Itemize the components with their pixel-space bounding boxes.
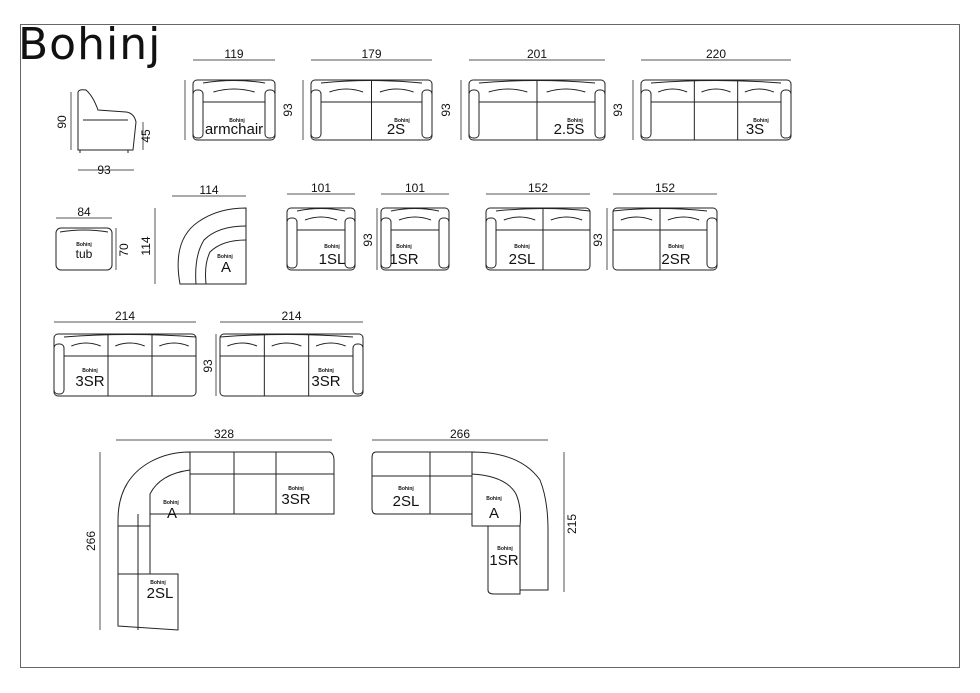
side-height-dim: 90 — [55, 115, 69, 129]
row3-width-dim-0: 214 — [115, 309, 135, 323]
row2-sofa-3 — [612, 207, 718, 271]
row3-depth-dim: 93 — [201, 359, 215, 373]
row2-brand-0: Bohinj — [324, 244, 340, 250]
row2-brand-1: Bohinj — [396, 244, 412, 250]
tub-label: tub — [76, 247, 93, 261]
cr-brand-1sr: Bohinj — [497, 546, 513, 552]
row2-depth-dim-1: 93 — [591, 233, 605, 247]
row2-width-dim-0: 101 — [311, 181, 331, 195]
tub-width-dim: 84 — [77, 205, 91, 219]
tub-brand: Bohinj — [76, 242, 92, 248]
cr-label-a: A — [489, 505, 499, 522]
row1-sofa-3 — [640, 79, 792, 141]
row2-sofa-1 — [380, 207, 450, 271]
row3-label-0: 3SR — [75, 373, 104, 390]
corner-label: A — [221, 259, 231, 276]
row2-label-0: 1SL — [319, 251, 346, 268]
row2-sofa-2 — [485, 207, 591, 271]
corner-brand: Bohinj — [217, 254, 233, 260]
tub-depth-dim: 70 — [117, 243, 131, 257]
cl-brand-2sl: Bohinj — [150, 580, 166, 586]
corner-right-width-dim: 266 — [450, 427, 470, 441]
row1-depth-dim-2: 93 — [611, 103, 625, 117]
cl-label-3sr: 3SR — [281, 491, 310, 508]
row3-brand-1: Bohinj — [318, 368, 334, 374]
corner-width-dim: 114 — [199, 183, 218, 197]
row2-brand-3: Bohinj — [668, 244, 684, 250]
row1-label-0: armchair — [205, 121, 263, 138]
cl-brand-3sr: Bohinj — [288, 486, 304, 492]
row1-label-1: 2S — [387, 121, 405, 138]
row2-label-2: 2SL — [509, 251, 536, 268]
row1-width-dim-1: 179 — [361, 47, 381, 61]
row1-brand-0: Bohinj — [229, 118, 245, 124]
row1-depth-dim-0: 93 — [281, 103, 295, 117]
row3-sofa-0 — [53, 333, 197, 397]
row2-label-1: 1SR — [389, 251, 418, 268]
cl-label-a: A — [167, 505, 177, 522]
row1-modules: 119Bohinjarmchair179Bohinj2S201Bohinj2.5… — [184, 47, 792, 141]
corner-sofa-right: 266 215 Bohinj A Bohinj 2SL Bohinj 1SR — [371, 427, 579, 595]
cr-label-2sl: 2SL — [393, 493, 420, 510]
row2-brand-2: Bohinj — [514, 244, 530, 250]
row2-width-dim-1: 101 — [405, 181, 425, 195]
corner-depth-dim: 114 — [139, 236, 153, 255]
row1-sofa-1 — [310, 79, 433, 141]
row3-width-dim-1: 214 — [281, 309, 301, 323]
row1-label-3: 3S — [746, 121, 764, 138]
cl-brand-a: Bohinj — [163, 500, 179, 506]
corner-right-depth-dim: 215 — [565, 514, 579, 534]
row1-brand-1: Bohinj — [394, 118, 410, 124]
page-title: Bohinj — [18, 19, 162, 70]
row3-label-1: 3SR — [311, 373, 340, 390]
row1-sofa-0 — [192, 79, 276, 141]
corner-sofa-left: 328 266 Bohinj A Bohinj 3SR Bohinj 2SL — [84, 427, 335, 631]
cr-label-1sr: 1SR — [489, 552, 518, 569]
row1-depth-dim-1: 93 — [439, 103, 453, 117]
row1-brand-2: Bohinj — [567, 118, 583, 124]
corner-left-depth-dim: 266 — [84, 531, 98, 551]
row2-width-dim-3: 152 — [655, 181, 675, 195]
cr-brand-2sl: Bohinj — [398, 486, 414, 492]
row1-width-dim-3: 220 — [706, 47, 726, 61]
side-width-dim: 93 — [97, 163, 111, 177]
side-seat-height-dim: 45 — [139, 129, 153, 143]
cr-brand-a: Bohinj — [486, 496, 502, 502]
row2-label-3: 2SR — [661, 251, 690, 268]
row1-sofa-2 — [468, 79, 606, 141]
row1-width-dim-0: 119 — [224, 47, 243, 61]
corner-module: 114 114 Bohinj A — [139, 183, 247, 285]
row1-width-dim-2: 201 — [527, 47, 547, 61]
row2-sofa-0 — [286, 207, 356, 271]
corner-left-width-dim: 328 — [214, 427, 234, 441]
tub-module: 84 Bohinj tub 70 — [55, 205, 131, 271]
row2-width-dim-2: 152 — [528, 181, 548, 195]
cl-label-2sl: 2SL — [147, 585, 174, 602]
row1-label-2: 2.5S — [554, 121, 585, 138]
row1-brand-3: Bohinj — [753, 118, 769, 124]
row3-sofa-1 — [219, 333, 364, 397]
row2-modules: 101Bohinj1SL101Bohinj1SR152Bohinj2SL152B… — [286, 181, 718, 271]
drawing-frame — [20, 24, 960, 668]
side-view: 93 90 45 — [55, 89, 153, 177]
row3-brand-0: Bohinj — [82, 368, 98, 374]
row2-depth-dim-0: 93 — [361, 233, 375, 247]
